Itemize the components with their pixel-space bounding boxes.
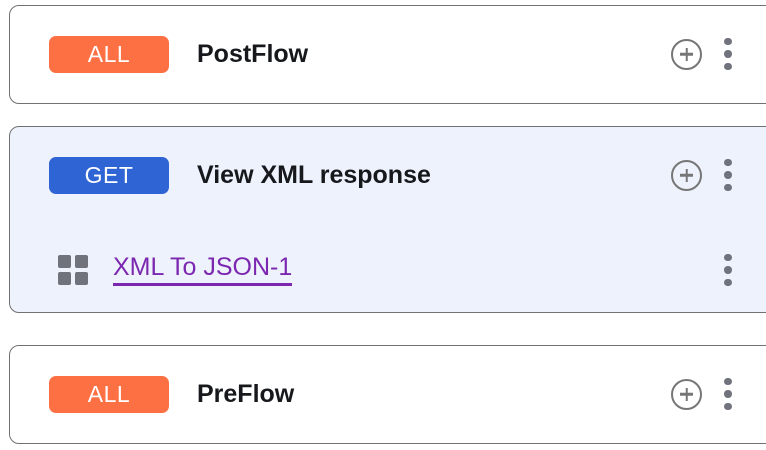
flow-title-view-xml-response: View XML response	[197, 160, 431, 189]
flow-card-view-xml-response[interactable]: GET View XML response XML To JSON-1	[9, 126, 766, 313]
row-actions-postflow	[671, 36, 766, 73]
kebab-menu-icon[interactable]	[724, 252, 732, 289]
kebab-menu-icon[interactable]	[724, 376, 732, 413]
flow-row-postflow[interactable]: ALL PostFlow	[10, 26, 766, 82]
row-actions-view-xml-response	[671, 157, 766, 194]
method-badge-all: ALL	[49, 35, 169, 73]
flow-title-postflow: PostFlow	[197, 39, 309, 68]
row-actions-xml-to-json-1	[671, 252, 766, 289]
kebab-menu-icon[interactable]	[724, 36, 732, 73]
flow-row-view-xml-response[interactable]: GET View XML response	[10, 147, 766, 203]
policy-link-xml-to-json-1[interactable]: XML To JSON-1	[113, 254, 293, 287]
policy-grid-icon	[58, 255, 88, 285]
flow-card-preflow[interactable]: ALL PreFlow	[9, 345, 766, 444]
plus-circle-icon[interactable]	[671, 378, 702, 410]
row-actions-preflow	[671, 376, 766, 413]
plus-circle-icon[interactable]	[671, 38, 702, 70]
method-badge-get: GET	[49, 156, 169, 194]
plus-circle-icon[interactable]	[671, 159, 702, 191]
flow-row-preflow[interactable]: ALL PreFlow	[10, 366, 766, 422]
policy-row-xml-to-json-1[interactable]: XML To JSON-1	[10, 242, 766, 298]
flow-title-preflow: PreFlow	[197, 379, 295, 408]
flow-card-postflow[interactable]: ALL PostFlow	[9, 5, 766, 104]
add-icon-placeholder	[671, 255, 702, 286]
method-badge-all: ALL	[49, 375, 169, 413]
kebab-menu-icon[interactable]	[724, 157, 732, 194]
